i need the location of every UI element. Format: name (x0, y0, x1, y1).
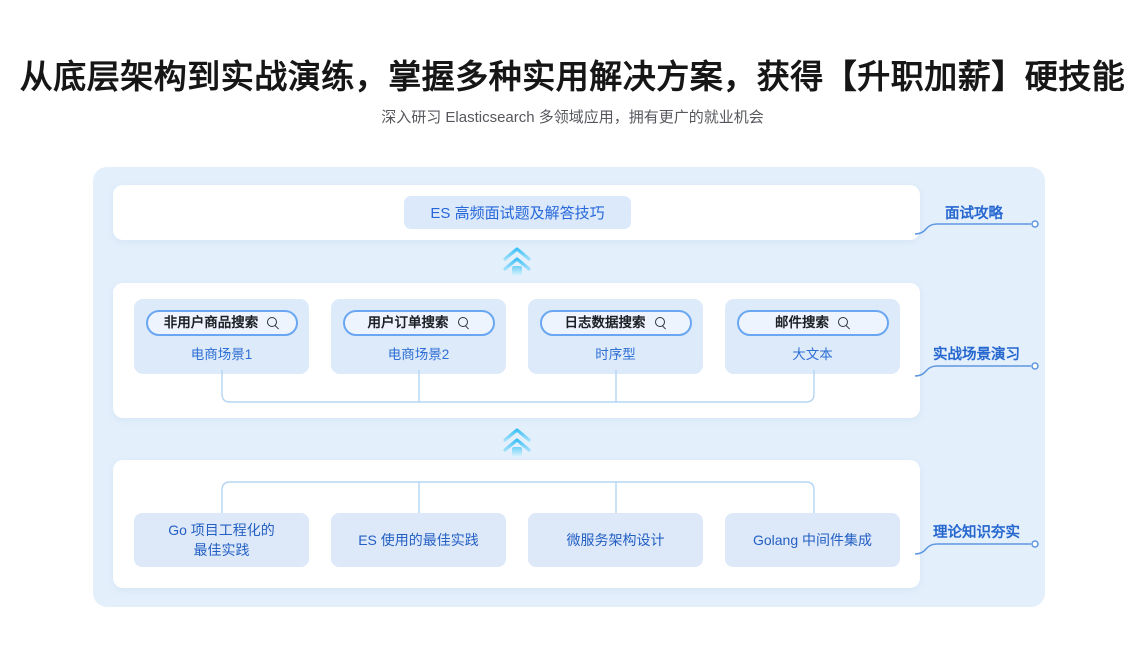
scenario-search-pill-1[interactable]: 非用户商品搜索 (145, 310, 298, 336)
scenario-caption-3: 时序型 (595, 347, 636, 362)
stage-label-theory: 理论知识夯实 (933, 525, 1020, 541)
topic-label-3: 微服务架构设计 (566, 531, 665, 548)
scenario-search-pill-4[interactable]: 邮件搜索 (736, 310, 889, 336)
scenario-caption-1: 电商场景1 (190, 347, 253, 362)
topic-label-1: Go 项目工程化的 最佳实践 (168, 521, 275, 558)
search-icon (457, 317, 470, 329)
topic-tile-1[interactable]: Go 项目工程化的 最佳实践 (134, 513, 309, 567)
topic-label-4: Golang 中间件集成 (752, 531, 873, 548)
topic-tile-2[interactable]: ES 使用的最佳实践 (331, 513, 506, 567)
stage-leader-line-practice (914, 362, 1039, 377)
scenario-search-pill-3[interactable]: 日志数据搜索 (539, 310, 692, 336)
scenario-search-label-1: 非用户商品搜索 (163, 315, 259, 331)
scenario-search-pill-2[interactable]: 用户订单搜索 (342, 310, 495, 336)
stage-leader-line-interview (914, 220, 1039, 235)
double-chevron-up-icon (500, 428, 534, 458)
scenario-caption-4: 大文本 (792, 347, 833, 362)
scenario-tile-3[interactable]: 日志数据搜索 时序型 (528, 299, 703, 374)
stage-label-interview: 面试攻略 (945, 206, 1003, 222)
stage-label-practice: 实战场景演习 (933, 347, 1020, 363)
search-icon (838, 317, 850, 329)
scenario-tile-1[interactable]: 非用户商品搜索 电商场景1 (134, 299, 309, 374)
scenario-search-label-4: 邮件搜索 (775, 315, 829, 331)
scenario-tile-4[interactable]: 邮件搜索 大文本 (725, 299, 900, 374)
topic-tile-3[interactable]: 微服务架构设计 (528, 513, 703, 567)
scenario-search-label-3: 日志数据搜索 (564, 315, 646, 331)
topic-label-2: ES 使用的最佳实践 (358, 531, 479, 548)
page-title: 从底层架构到实战演练，掌握多种实用解决方案，获得【升职加薪】硬技能 (19, 58, 1126, 95)
interview-topic-pill[interactable]: ES 高频面试题及解答技巧 (404, 196, 631, 229)
search-icon (654, 317, 667, 329)
topic-tile-4[interactable]: Golang 中间件集成 (725, 513, 900, 567)
page-subtitle: 深入研习 Elasticsearch 多领域应用，拥有更广的就业机会 (381, 109, 764, 126)
search-icon (267, 317, 279, 329)
scenario-search-label-2: 用户订单搜索 (367, 315, 449, 331)
double-chevron-up-icon (500, 247, 534, 277)
scenario-caption-2: 电商场景2 (387, 347, 450, 362)
stage-leader-line-theory (914, 540, 1039, 555)
scenario-tile-2[interactable]: 用户订单搜索 电商场景2 (331, 299, 506, 374)
